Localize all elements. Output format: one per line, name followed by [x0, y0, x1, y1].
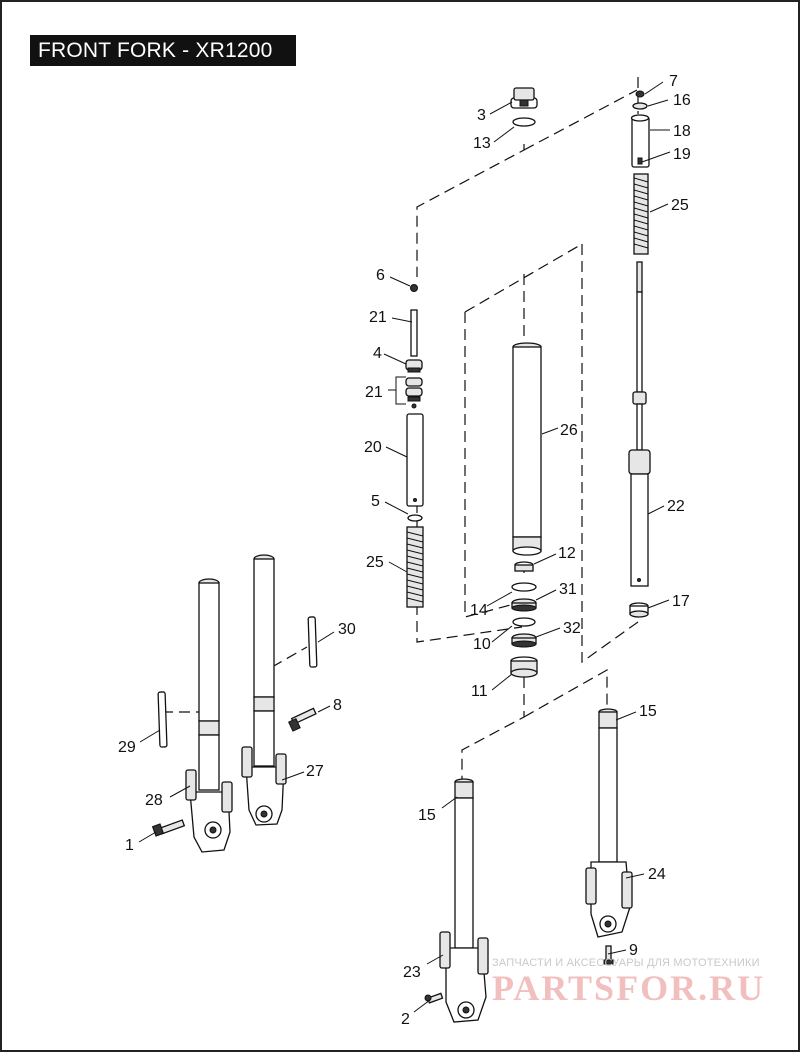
- callout-14: 14: [470, 602, 488, 619]
- callout-27: 27: [306, 763, 324, 780]
- callout-3: 3: [477, 107, 486, 124]
- part-4-spring-seat: [405, 359, 423, 373]
- part-32-oil-seal: [511, 633, 537, 648]
- callout-10: 10: [473, 636, 491, 653]
- part-1-bolt: [151, 819, 186, 837]
- callout-21-lower: 21: [365, 384, 383, 401]
- part-28-fork-assembly-left: [185, 578, 233, 853]
- part-22-damper-cartridge: [628, 261, 651, 587]
- callout-15-left: 15: [418, 807, 436, 824]
- callout-numbers: 3 13 7 16 18 19 25 6 21 4 21 20 5 25 26 …: [118, 73, 691, 1028]
- part-6-nut: [410, 284, 418, 292]
- watermark: ЗАПЧАСТИ И АКСЕССУАРЫ ДЛЯ МОТОТЕХНИКИ PA…: [492, 957, 792, 1009]
- part-27-fork-assembly-right: [241, 554, 287, 826]
- callout-24: 24: [648, 866, 666, 883]
- callout-31: 31: [559, 581, 577, 598]
- callout-15-right: 15: [639, 703, 657, 720]
- callout-1: 1: [125, 837, 134, 854]
- callout-19: 19: [673, 146, 691, 163]
- watermark-logo: PARTSFOR.RU: [492, 968, 766, 1008]
- callout-8: 8: [333, 697, 342, 714]
- callout-32: 32: [563, 620, 581, 637]
- part-30-reflector: [307, 616, 318, 668]
- part-21-valve-stack: [405, 377, 423, 409]
- callout-leader-lines: [138, 81, 671, 1013]
- callout-7: 7: [669, 73, 678, 90]
- callout-13: 11: [471, 683, 488, 700]
- part-14-washer: [511, 582, 537, 592]
- part-12-bushing: [514, 561, 534, 572]
- callout-16: 16: [673, 92, 691, 109]
- callout-28: 28: [145, 792, 163, 809]
- part-8-bolt: [288, 707, 317, 732]
- callout-9: 9: [629, 942, 638, 959]
- callout-20: 20: [364, 439, 382, 456]
- diagram-title: FRONT FORK - XR1200: [30, 35, 296, 66]
- callout-12: 12: [558, 545, 576, 562]
- part-13-dust-seal: [510, 656, 538, 678]
- part-29-reflector: [157, 691, 168, 748]
- part-7-nut: [635, 90, 645, 98]
- part-21-rod: [410, 309, 418, 357]
- part-10-retaining-ring: [512, 617, 536, 627]
- assembly-guide-lines: [162, 77, 639, 782]
- callout-6: 6: [376, 267, 385, 284]
- callout-5: 5: [371, 493, 380, 510]
- part-25-fork-spring-right: [633, 173, 649, 255]
- callout-22: 22: [667, 498, 685, 515]
- part-31-bushing: [511, 598, 537, 612]
- part-26-fork-tube: [512, 342, 542, 556]
- part-17-bushing: [629, 602, 649, 618]
- watermark-subtitle: ЗАПЧАСТИ И АКСЕССУАРЫ ДЛЯ МОТОТЕХНИКИ: [492, 957, 760, 969]
- callout-25-lower: 25: [366, 554, 384, 571]
- callout-21-upper: 21: [369, 309, 387, 326]
- callout-23: 23: [403, 964, 421, 981]
- callout-26: 26: [560, 422, 578, 439]
- part-16-washer: [632, 102, 648, 110]
- part-5-o-ring: [407, 514, 423, 522]
- part-25-fork-spring-left: [406, 526, 424, 608]
- part-3-fork-cap: [510, 87, 538, 109]
- callout-17: 17: [672, 593, 690, 610]
- part-18-spacer-tube: [630, 114, 650, 168]
- part-24-fork-slider-right: [585, 708, 633, 938]
- callout-30: 30: [338, 621, 356, 638]
- part-20-cartridge-tube: [406, 413, 424, 507]
- callout-18: 18: [673, 123, 691, 140]
- callout-11: 13: [473, 135, 491, 152]
- callout-25-upper: 25: [671, 197, 689, 214]
- part-23-fork-slider-left: [439, 778, 489, 1023]
- callout-2: 2: [401, 1011, 410, 1028]
- part-11-o-ring: [512, 117, 536, 127]
- callout-4: 4: [373, 345, 382, 362]
- callout-29: 29: [118, 739, 136, 756]
